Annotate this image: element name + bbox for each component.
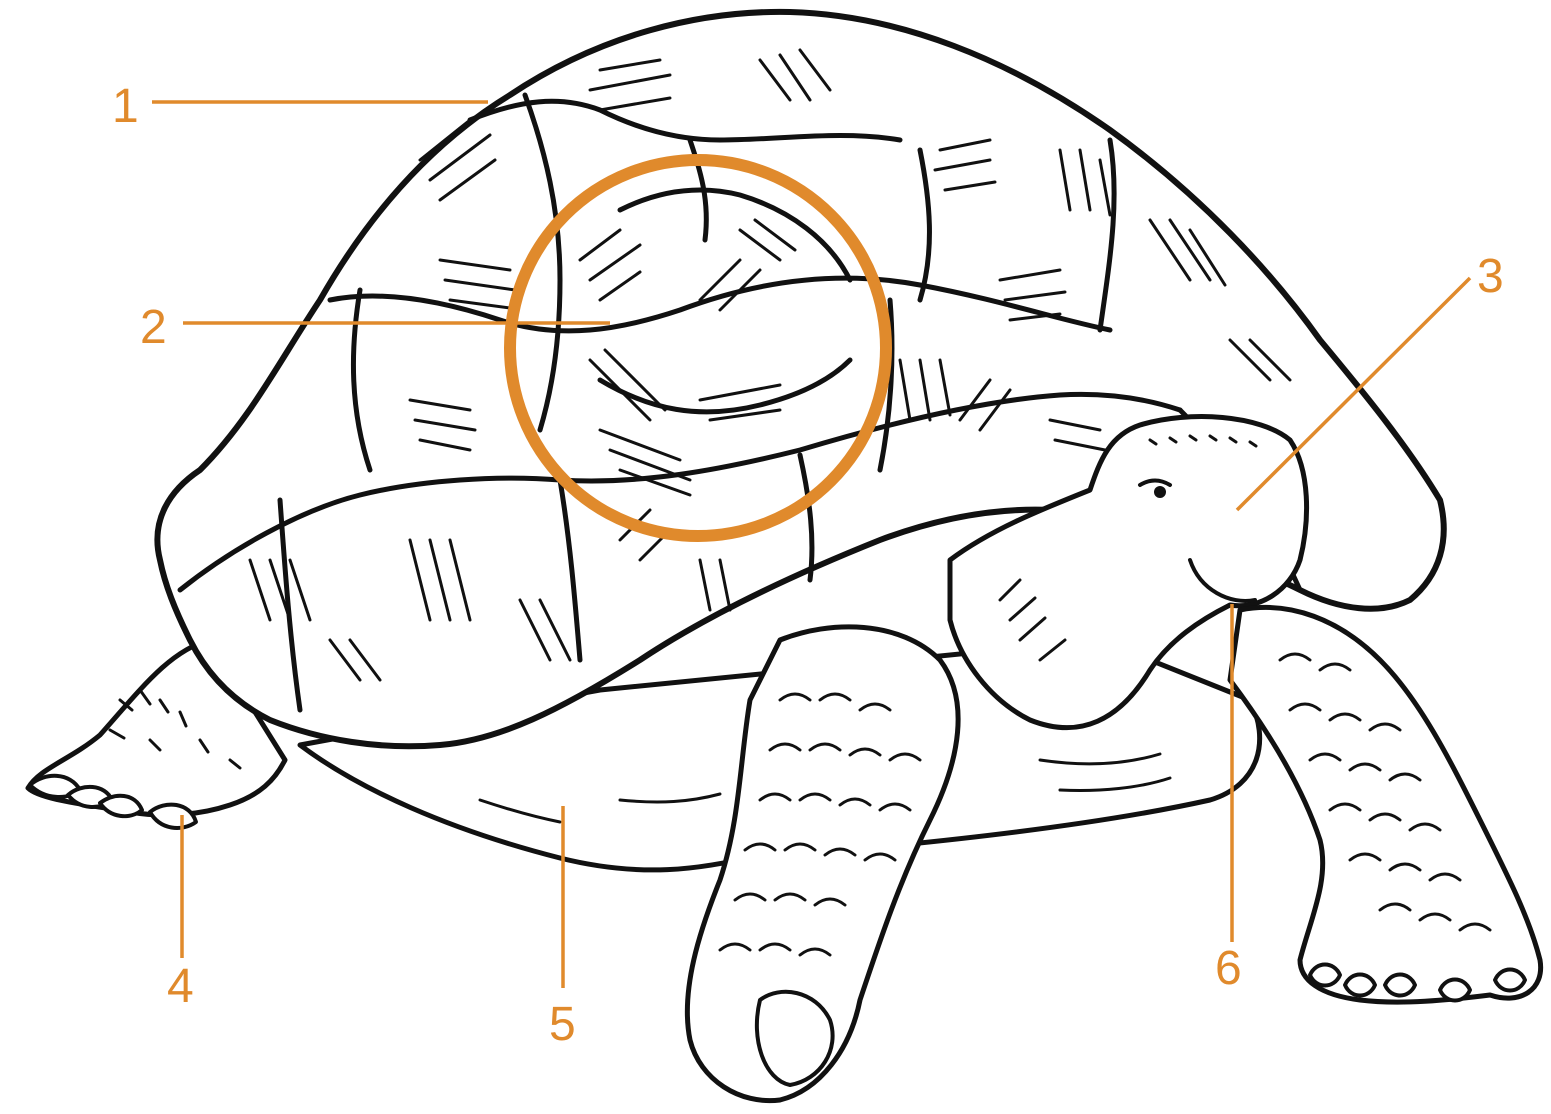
callout-label-5: 5 [549,998,576,1051]
callout-label-2: 2 [140,301,167,354]
callout-label-3: 3 [1477,250,1504,303]
callout-label-1: 1 [112,80,139,133]
callout-label-4: 4 [167,960,194,1013]
front-right-leg [1230,607,1541,1002]
callout-label-6: 6 [1215,942,1242,995]
